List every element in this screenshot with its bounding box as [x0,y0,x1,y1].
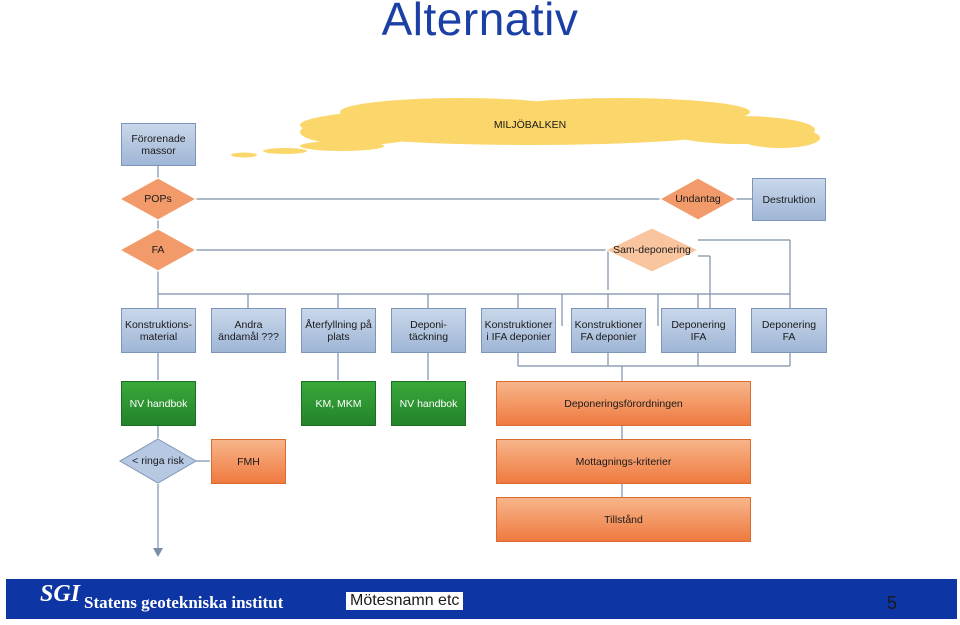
box-aterfyllning: Återfyllning på plats [301,308,376,353]
box-konstruktioner-ifa: Konstruktioner i IFA deponier [481,308,556,353]
sgi-logo: SGI [40,581,81,607]
label-samdeponering: Sam-deponering [613,244,691,256]
diamond-samdeponering [604,227,700,273]
box-nv-handbok-1: NV handbok [121,381,196,426]
box-deponitackning: Deponi-täckning [391,308,466,353]
miljobalken-label: MILJÖBALKEN [493,119,567,131]
diamond-fa [118,228,198,272]
meeting-name: Mötesnamn etc [346,592,464,610]
box-andra-andamal: Andra ändamål ??? [211,308,286,353]
diamond-pops [118,177,198,221]
arrowhead [153,548,163,557]
box-nv-handbok-2: NV handbok [391,381,466,426]
box-deponering-ifa: Deponering IFA [661,308,736,353]
flowchart-connectors [118,98,820,557]
box-fmh: FMH [211,439,286,484]
box-mottagningskriterier: Mottagnings-kriterier [496,439,751,484]
box-tillstand: Tillstånd [496,497,751,542]
org-name: Statens geotekniska institut [84,593,284,612]
box-deponering-fa: Deponering FA [751,308,827,353]
label-ringa-risk: < ringa risk [132,455,184,467]
page-number: 5 [886,593,897,613]
box-destruktion: Destruktion [752,178,826,221]
miljobalken-cloud [231,98,820,158]
label-fa: FA [151,244,165,256]
footer-bar: SGI Statens geotekniska institut Mötesna… [6,579,957,619]
box-konstruktionsmaterial: Konstruktions-material [121,308,196,353]
box-fororenade-massor: Förorenade massor [121,123,196,166]
label-undantag: Undantag [675,193,721,205]
slide-title: Alternativ [381,0,579,45]
box-konstruktioner-fa: Konstruktioner FA deponier [571,308,646,353]
box-km-mkm: KM, MKM [301,381,376,426]
label-pops: POPs [144,193,172,205]
diamond-ringa-risk [119,438,197,484]
diamond-undantag [658,177,738,221]
box-deponeringsforordningen: Deponeringsförordningen [496,381,751,426]
